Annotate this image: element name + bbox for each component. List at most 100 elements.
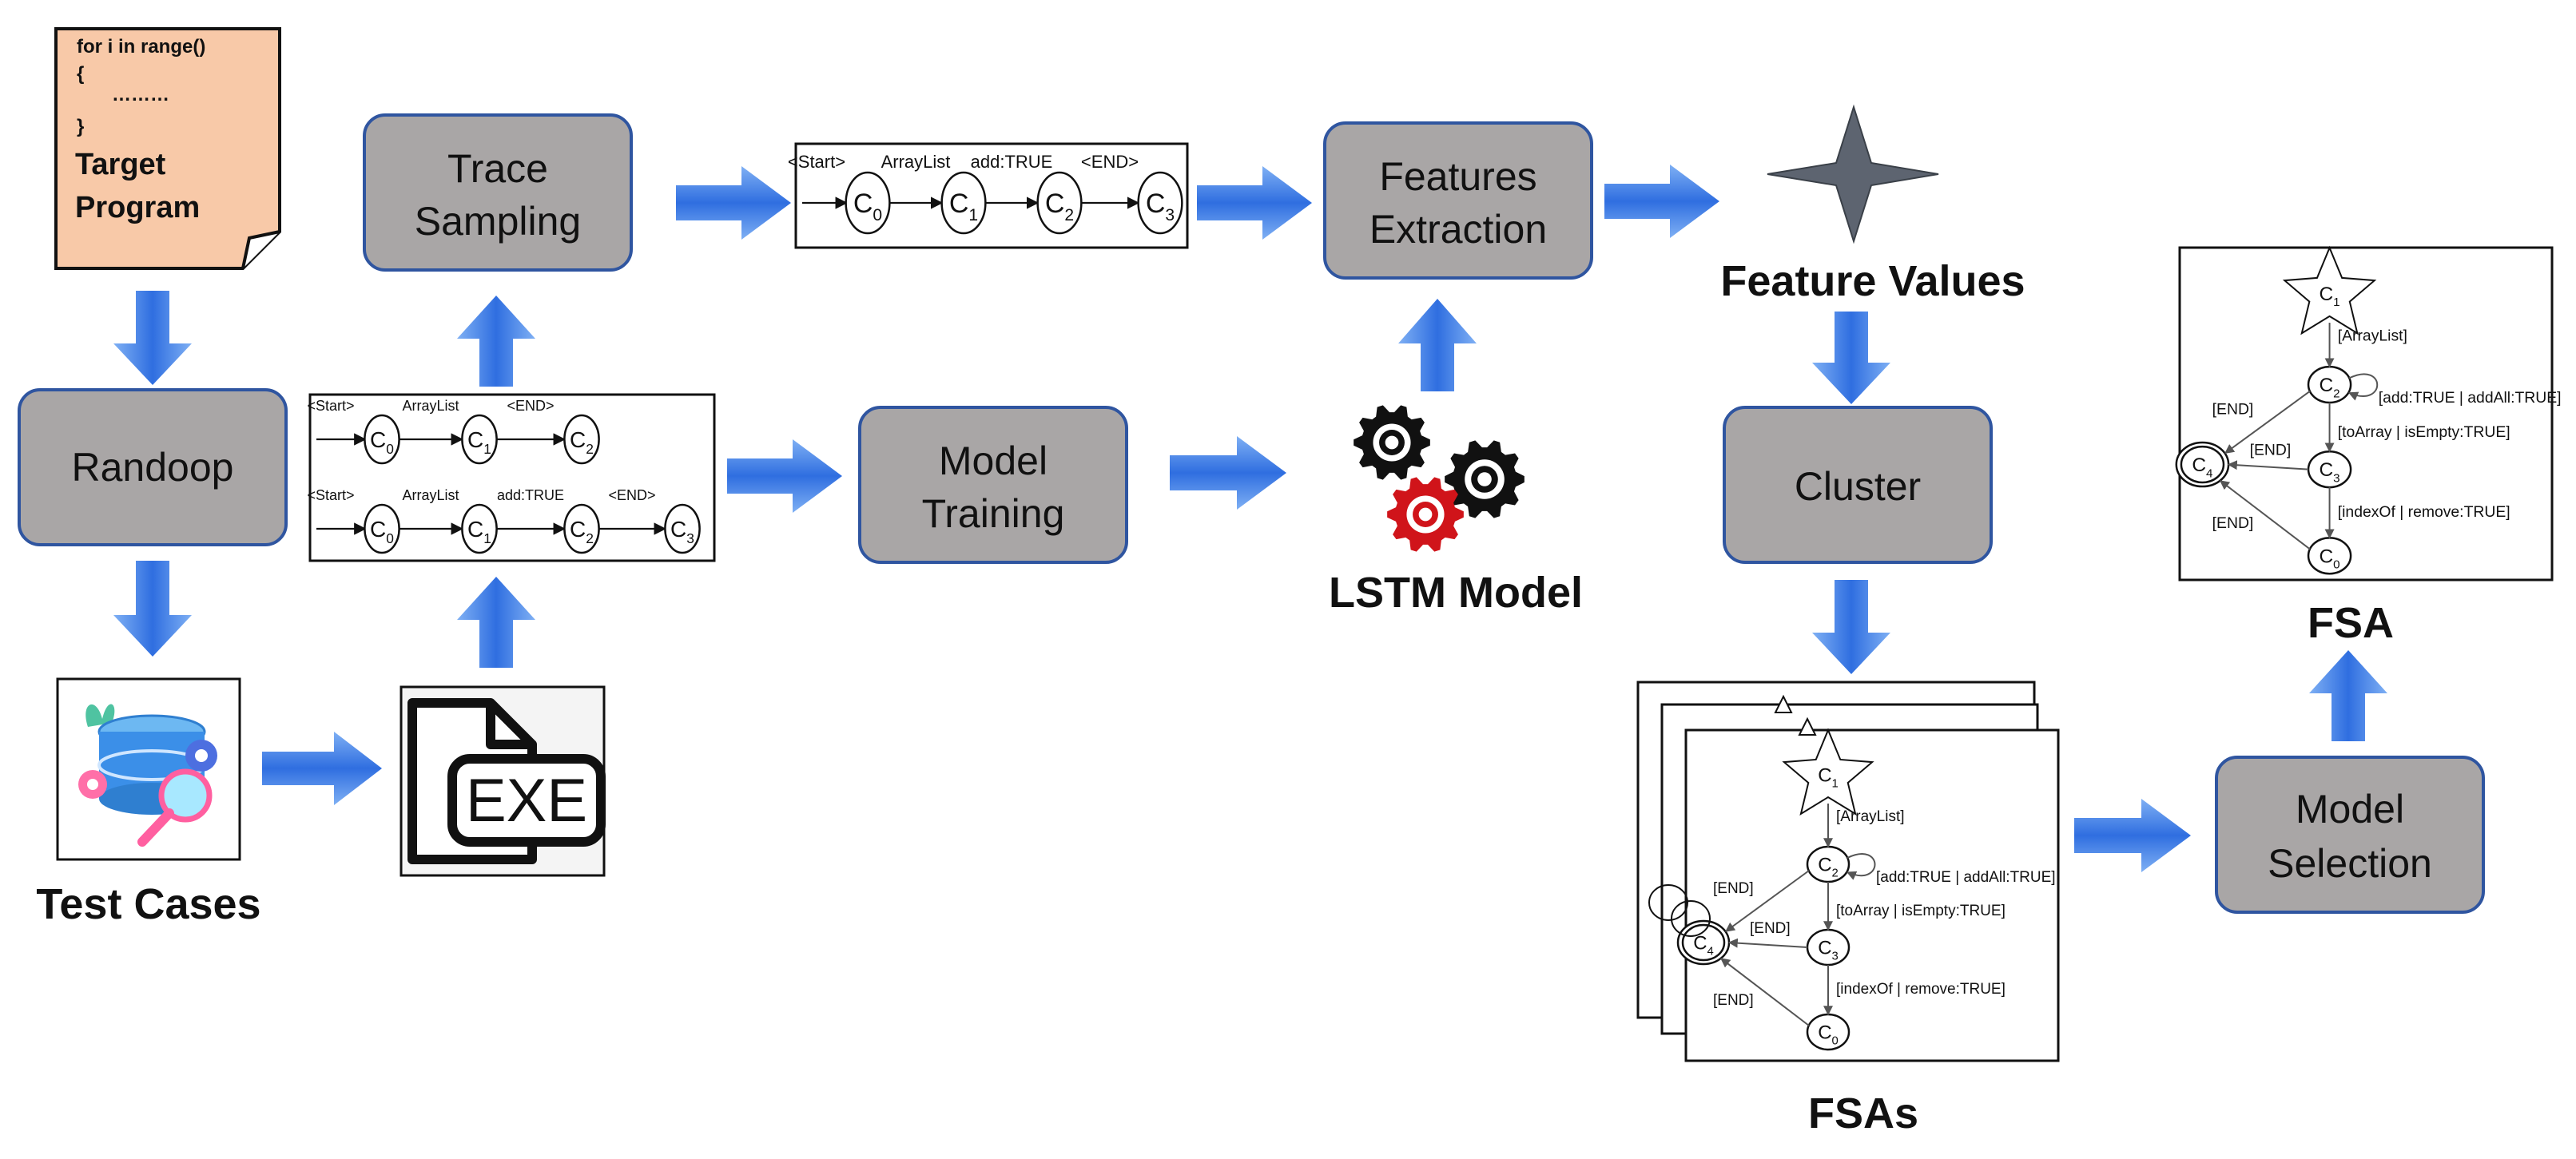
sampled-trace-state-label-1: C1 <box>949 189 978 224</box>
code-line-2: { <box>77 63 84 85</box>
stack-fsa-selfloop-c2 <box>1846 853 1876 880</box>
selected-fsa-label-indexof: [indexOf | remove:TRUE] <box>2338 503 2510 521</box>
features-extraction-label-1: Features <box>1379 154 1536 199</box>
sampled-trace-state-label-0: C0 <box>853 189 882 224</box>
training-trace-1-state-label-1: C1 <box>467 427 491 457</box>
sampled-trace-state-label-3: C3 <box>1146 189 1175 224</box>
test-cases-icon <box>56 677 241 861</box>
flow-arrows <box>113 165 2387 872</box>
features-extraction-label-2: Extraction <box>1369 207 1547 252</box>
selected-fsa-state-c2-label: C2 <box>2320 375 2340 400</box>
selected-fsa-label-arraylist: [ArrayList] <box>2338 327 2407 344</box>
stack-back-star-1 <box>1798 716 1817 736</box>
training-trace-2-state-3 <box>664 503 701 554</box>
gear-red-icon <box>1387 477 1464 552</box>
lstm-gears-icon <box>1354 405 1525 552</box>
lstm-model-caption: LSTM Model <box>1329 569 1583 617</box>
training-trace-2-state-label-3: C3 <box>670 517 694 546</box>
code-line-1: for i in range() <box>77 36 205 58</box>
training-trace-2-state-label-0: C0 <box>370 517 394 546</box>
stack-fsa-state-c4-label: C4 <box>1693 932 1714 958</box>
stack-fsa-label-end-c3: [END] <box>1750 920 1791 937</box>
exe-label: EXE <box>466 767 587 835</box>
features-extraction-box: Features Extraction <box>1323 121 1593 280</box>
selected-fsa-start-label: C1 <box>2320 284 2340 309</box>
stack-back-accept-0 <box>1648 884 1688 921</box>
stack-fsa-label-toarray: [toArray | isEmpty:TRUE] <box>1836 903 2006 919</box>
stack-fsa-label-end-c2: [END] <box>1713 880 1754 897</box>
selected-fsa-state-c4 <box>2180 445 2225 484</box>
selected-fsa-label-end-c0: [END] <box>2212 514 2254 532</box>
randoop-box: Randoop <box>18 388 288 546</box>
sampled-trace-edge-label-3: <END> <box>1081 152 1139 172</box>
selected-fsa-panel <box>2178 246 2554 581</box>
arrow-testcases-to-exe <box>262 732 382 805</box>
arrow-cluster-to-fsas <box>1812 580 1890 674</box>
stack-fsa-state-c3-label: C3 <box>1818 937 1839 963</box>
sampled-trace-edge-label-0: <Start> <box>788 152 845 172</box>
training-trace-1-edge-label-2: <END> <box>507 398 554 414</box>
program-title-line-2: Program <box>75 191 200 224</box>
arrow-traces-to-training <box>727 439 842 513</box>
training-trace-1-edge-label-1: ArrayList <box>402 398 459 414</box>
stack-fsa-label-add: [add:TRUE | addAll:TRUE] <box>1876 869 2056 886</box>
gear-black-right-icon <box>1445 440 1525 518</box>
selected-fsa-state-c4-label: C4 <box>2192 454 2212 480</box>
arrow-selection-to-fsa <box>2309 650 2387 741</box>
stack-fsa-state-c4 <box>1681 923 1726 962</box>
stack-fsa-start-label: C1 <box>1818 764 1839 790</box>
cluster-box: Cluster <box>1723 406 1993 564</box>
model-training-label-1: Model <box>939 439 1047 483</box>
stack-fsa-label-arraylist: [ArrayList] <box>1836 808 1905 825</box>
stack-fsa-state-c0-label: C0 <box>1818 1022 1839 1047</box>
training-trace-2-edge-label-1: ArrayList <box>402 487 459 503</box>
cluster-label: Cluster <box>1795 464 1921 509</box>
trace-sampling-label-1: Trace <box>447 146 548 191</box>
exe-file-icon: EXE <box>400 685 606 877</box>
stack-fsa-label-indexof: [indexOf | remove:TRUE] <box>1836 981 2006 998</box>
fsa-stack-front <box>1684 728 2060 1062</box>
training-trace-1: C0 C1 C2 <Start> ArrayList <END> <box>307 398 600 465</box>
sampled-trace-state-3 <box>1137 171 1183 235</box>
stack-fsa-label-end-c0: [END] <box>1713 992 1754 1009</box>
arrow-training-to-lstm <box>1170 436 1286 510</box>
sampled-trace-edge-label-2: add:TRUE <box>971 152 1053 172</box>
training-trace-2-edge-label-0: <Start> <box>307 487 354 503</box>
arrow-program-to-randoop <box>113 291 192 385</box>
model-training-box: Model Training <box>858 406 1128 564</box>
training-trace-1-state-label-2: C2 <box>570 427 594 457</box>
selected-fsa-edge-c2-c4 <box>2224 390 2311 454</box>
training-trace-2-state-label-2: C2 <box>570 517 594 546</box>
model-selection-label-1: Model <box>2296 787 2404 832</box>
arrow-randoop-to-testcases <box>113 561 192 657</box>
model-training-label-2: Training <box>922 491 1065 536</box>
selected-fsa-label-end-c3: [END] <box>2250 441 2292 458</box>
training-trace-1-state-label-0: C0 <box>370 427 394 457</box>
arrow-trace-to-features <box>1197 166 1312 240</box>
arrow-lstm-to-features <box>1398 299 1477 391</box>
training-trace-1-edge-label-0: <Start> <box>307 398 354 414</box>
feature-star-icon <box>1767 104 1939 244</box>
selected-fsa-state-c3-label: C3 <box>2320 459 2340 485</box>
stack-fsa-edge-c0-c4 <box>1720 958 1810 1026</box>
arrow-features-to-values <box>1604 165 1719 238</box>
selected-fsa-start-state <box>2282 245 2377 335</box>
selected-fsa-state-c0-label: C0 <box>2320 546 2340 571</box>
gear-black-left-icon <box>1354 405 1430 480</box>
code-line-3: ……… <box>112 84 169 105</box>
arrow-fsas-to-selection <box>2074 799 2191 872</box>
feature-values-caption: Feature Values <box>1720 257 2025 305</box>
arrow-exe-to-traces <box>457 577 535 668</box>
selected-fsa-edge-c0-c4 <box>2219 480 2311 550</box>
fsas-caption: FSAs <box>1808 1090 1918 1137</box>
test-cases-caption: Test Cases <box>36 880 260 928</box>
training-trace-2-edge-label-3: <END> <box>608 487 655 503</box>
selected-fsa-label-end-c2: [END] <box>2212 400 2254 418</box>
selected-fsa-edge-c3-c4 <box>2227 460 2309 470</box>
training-trace-1-state-2 <box>563 414 600 465</box>
stack-fsa-state-c2-label: C2 <box>1818 854 1839 879</box>
